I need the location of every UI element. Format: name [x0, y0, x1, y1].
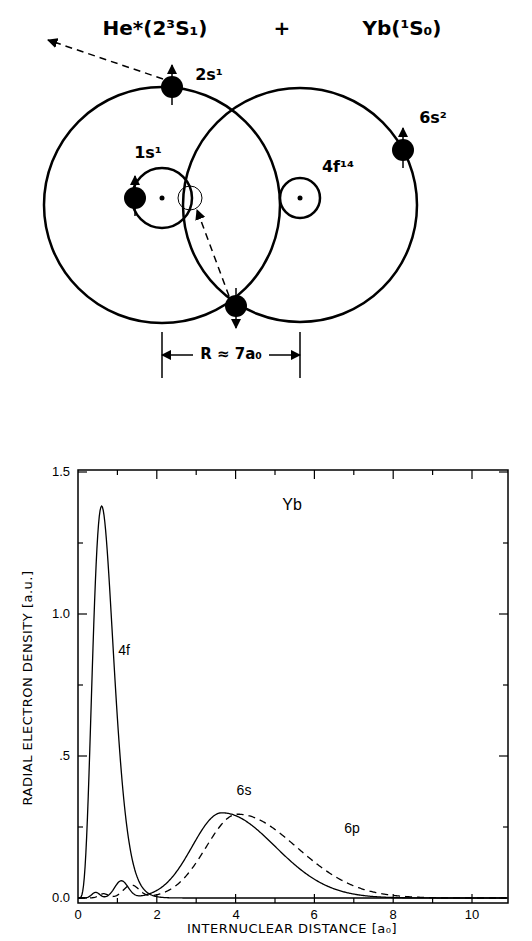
dimension-line: [162, 354, 193, 356]
ejection-arrow: [48, 40, 163, 79]
tick-mark: [393, 470, 394, 479]
tick-label: .5: [59, 749, 70, 764]
tick-mark: [117, 470, 118, 475]
axis-ticks: [78, 470, 508, 903]
density-curve: [78, 814, 507, 898]
tick-label: 2: [153, 908, 160, 923]
tick-mark: [499, 755, 508, 756]
transfer-arrow: [197, 210, 229, 296]
tick-mark: [353, 898, 354, 903]
tick-mark: [353, 470, 354, 475]
yb-4f-orbit: [280, 178, 320, 218]
tick-label: 10: [465, 908, 479, 923]
curve-label: 4f: [118, 642, 130, 658]
tick-label: 0.0: [52, 891, 70, 906]
tick-mark: [274, 470, 275, 475]
state-heading: Yb(¹S₀): [362, 17, 441, 40]
plus-sign: +: [274, 17, 291, 40]
plot-title: Yb: [282, 496, 302, 514]
nucleus: [160, 196, 165, 201]
tick-label: 6: [310, 908, 317, 923]
orbital-label: 6s²: [419, 109, 447, 127]
curve-label: 6s: [237, 782, 252, 798]
tick-mark: [196, 898, 197, 903]
axis-title: RADIAL ELECTRON DENSITY [a.u.]: [21, 571, 36, 806]
tick-mark: [503, 826, 508, 827]
tick-mark: [196, 470, 197, 475]
tick-mark: [432, 898, 433, 903]
tick-mark: [503, 542, 508, 543]
tick-mark: [471, 470, 472, 479]
tick-mark: [156, 470, 157, 479]
plot-frame: [78, 470, 508, 903]
tick-mark: [78, 471, 87, 472]
axis-title: INTERNUCLEAR DISTANCE [a₀]: [187, 922, 397, 937]
yb-atom-circle: [183, 88, 417, 322]
tick-label: 1.0: [52, 607, 70, 622]
tick-mark: [503, 684, 508, 685]
orbital-label: 1s¹: [134, 144, 162, 162]
nucleus: [298, 196, 303, 201]
spin-arrow: [134, 176, 136, 216]
tick-mark: [274, 898, 275, 903]
tick-mark: [314, 470, 315, 479]
tick-label: 8: [389, 908, 396, 923]
tick-mark: [78, 542, 83, 543]
he-atom-circle: [44, 87, 280, 323]
density-curve: [78, 506, 507, 898]
tick-mark: [78, 826, 83, 827]
orbital-label: 2s¹: [195, 66, 223, 84]
tick-mark: [432, 470, 433, 475]
orbital-label: 4f¹⁴: [322, 158, 354, 176]
tick-label: 1.5: [52, 465, 70, 480]
tick-mark: [235, 470, 236, 479]
curve-label: 6p: [344, 820, 360, 836]
curves: [78, 506, 507, 898]
tick-label: 0: [74, 908, 81, 923]
dimension-line: [269, 354, 300, 356]
tick-mark: [78, 755, 87, 756]
density-curve: [78, 813, 507, 898]
tick-mark: [499, 613, 508, 614]
spin-arrow: [235, 288, 237, 328]
tick-mark: [499, 471, 508, 472]
tick-mark: [78, 613, 87, 614]
tick-label: 4: [232, 908, 239, 923]
spin-arrow: [402, 128, 404, 168]
dimension-label: R ≈ 7a₀: [197, 346, 265, 363]
tick-mark: [117, 898, 118, 903]
spin-arrow: [171, 65, 173, 105]
hole-circle: [178, 186, 202, 210]
tick-mark: [78, 684, 83, 685]
state-heading: He*(2³S₁): [103, 17, 208, 40]
